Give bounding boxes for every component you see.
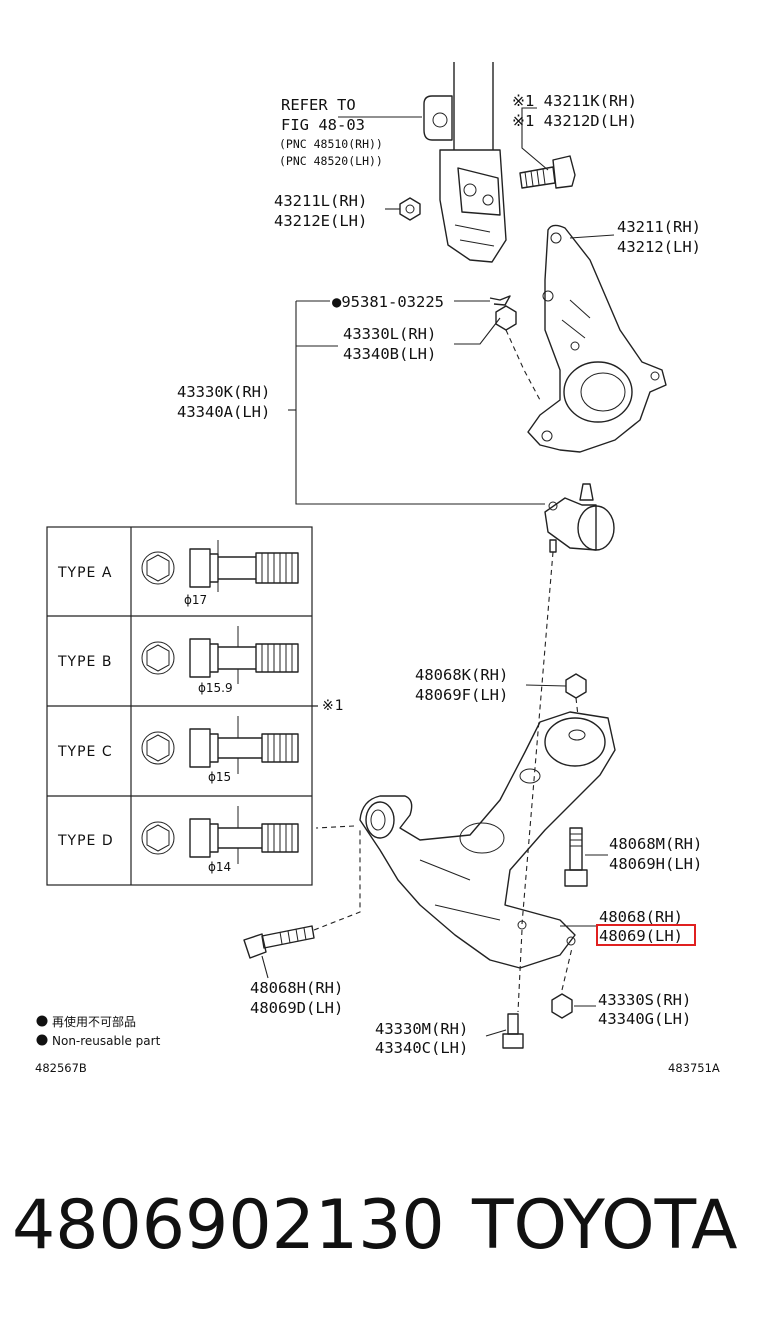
legend-en: Non-reusable part (52, 1034, 161, 1048)
arm-nut-lh: 48069F(LH) (415, 686, 508, 704)
bj-bolt-bottom-drawing (502, 1013, 524, 1049)
pin-drawing (489, 295, 511, 306)
arm-lh: 48069(LH) (599, 927, 683, 945)
arm-nut-drawing (565, 673, 587, 699)
knuckle-drawing (527, 224, 667, 453)
type-b-drawing (141, 626, 299, 684)
callout-arm-bolt-horizontal: 48068H(RH) 48069D(LH) (250, 979, 343, 1017)
arm-bolt-v-lh: 48069H(LH) (609, 855, 702, 873)
callout-knuckle: 43211(RH) 43212(LH) (617, 218, 701, 256)
type-a-label: TYPE A (57, 565, 112, 581)
ball-joint-drawing (544, 483, 615, 553)
parts-diagram: REFER TO FIG 48-03 (PNC 48510(RH)) (PNC … (35, 62, 720, 1075)
callout-arm: 48068(RH) 48069(LH) (596, 908, 696, 946)
bolt-top-lh: ※1 43212D(LH) (512, 112, 637, 130)
bj-nut-bottom-lh: 43340G(LH) (598, 1010, 691, 1028)
brand-name: TOYOTA (472, 1186, 738, 1265)
type-d-label: TYPE D (57, 833, 114, 849)
code-right: 483751A (668, 1061, 720, 1075)
callout-ball-joint: 43330K(RH) 43340A(LH) (177, 383, 270, 421)
knuckle-lh: 43212(LH) (617, 238, 701, 256)
callout-arm-bolt-vertical: 48068M(RH) 48069H(LH) (609, 835, 702, 873)
leader-lines (261, 107, 615, 1037)
type-b-diameter: ϕ15.9 (198, 681, 233, 695)
type-c-label: TYPE C (57, 744, 113, 760)
ball-joint-nut-rh: 43330L(RH) (343, 325, 436, 343)
arm-bolt-vertical-drawing (564, 827, 588, 887)
callout-bj-nut-bottom: 43330S(RH) 43340G(LH) (598, 991, 691, 1028)
knuckle-rh: 43211(RH) (617, 218, 701, 236)
types-table: ※1 TYPE A TYPE B TYPE C TYPE D ϕ17 ϕ15.9 (46, 526, 345, 886)
callout-pin: ●95381-03225 (332, 293, 444, 311)
ball-joint-nut-drawing (495, 305, 517, 331)
arm-rh: 48068(RH) (599, 908, 683, 926)
legend: 再使用不可部品 Non-reusable part (36, 1014, 161, 1048)
nut-top-rh: 43211L(RH) (274, 192, 367, 210)
caption: 4806902130 TOYOTA (12, 1186, 752, 1276)
non-reusable-bullet-icon (36, 1034, 48, 1046)
type-a-drawing (141, 540, 299, 592)
refer-line-1: REFER TO (281, 96, 356, 114)
bj-nut-bottom-rh: 43330S(RH) (598, 991, 691, 1009)
dashed-assembly-lines (313, 329, 579, 1013)
bj-nut-bottom-drawing (551, 993, 573, 1019)
ball-joint-rh: 43330K(RH) (177, 383, 270, 401)
legend-jp: 再使用不可部品 (52, 1014, 136, 1029)
arm-bolt-v-rh: 48068M(RH) (609, 835, 702, 853)
bj-bolt-bottom-lh: 43340C(LH) (375, 1039, 468, 1057)
nut-top-lh: 43212E(LH) (274, 212, 367, 230)
bolt-top-rh: ※1 43211K(RH) (512, 92, 637, 110)
callout-refer: REFER TO FIG 48-03 (PNC 48510(RH)) (PNC … (279, 96, 383, 168)
arm-bolt-h-rh: 48068H(RH) (250, 979, 343, 997)
callout-bj-bolt-bottom: 43330M(RH) 43340C(LH) (375, 1020, 468, 1057)
refer-line-2: FIG 48-03 (281, 116, 365, 134)
callout-arm-nut: 48068K(RH) 48069F(LH) (415, 666, 508, 704)
bj-bolt-bottom-rh: 43330M(RH) (375, 1020, 468, 1038)
type-d-diameter: ϕ14 (208, 860, 231, 874)
code-left: 482567B (35, 1061, 87, 1075)
nut-top-drawing (399, 197, 421, 221)
part-number: 4806902130 (12, 1186, 445, 1265)
type-b-label: TYPE B (57, 654, 112, 670)
highlight-box (596, 924, 696, 946)
refer-line-4: (PNC 48520(LH)) (279, 154, 383, 168)
ball-joint-lh: 43340A(LH) (177, 403, 270, 421)
arm-bolt-h-lh: 48069D(LH) (250, 999, 343, 1017)
type-a-diameter: ϕ17 (184, 593, 207, 607)
non-reusable-bullet-icon (36, 1015, 48, 1027)
bolt-top-drawing (519, 155, 576, 189)
callout-bolt-top: ※1 43211K(RH) ※1 43212D(LH) (512, 92, 637, 130)
refer-line-3: (PNC 48510(RH)) (279, 137, 383, 151)
ball-joint-nut-lh: 43340B(LH) (343, 345, 436, 363)
type-c-drawing (141, 716, 299, 774)
arm-bolt-horizontal-drawing (243, 925, 315, 959)
arm-nut-rh: 48068K(RH) (415, 666, 508, 684)
type-c-diameter: ϕ15 (208, 770, 231, 784)
type-d-drawing (141, 806, 299, 864)
callout-ball-joint-nut: 43330L(RH) 43340B(LH) (343, 325, 436, 363)
callout-nut-top: 43211L(RH) 43212E(LH) (274, 192, 367, 230)
types-note: ※1 (322, 698, 345, 714)
strut-drawing (423, 62, 507, 263)
